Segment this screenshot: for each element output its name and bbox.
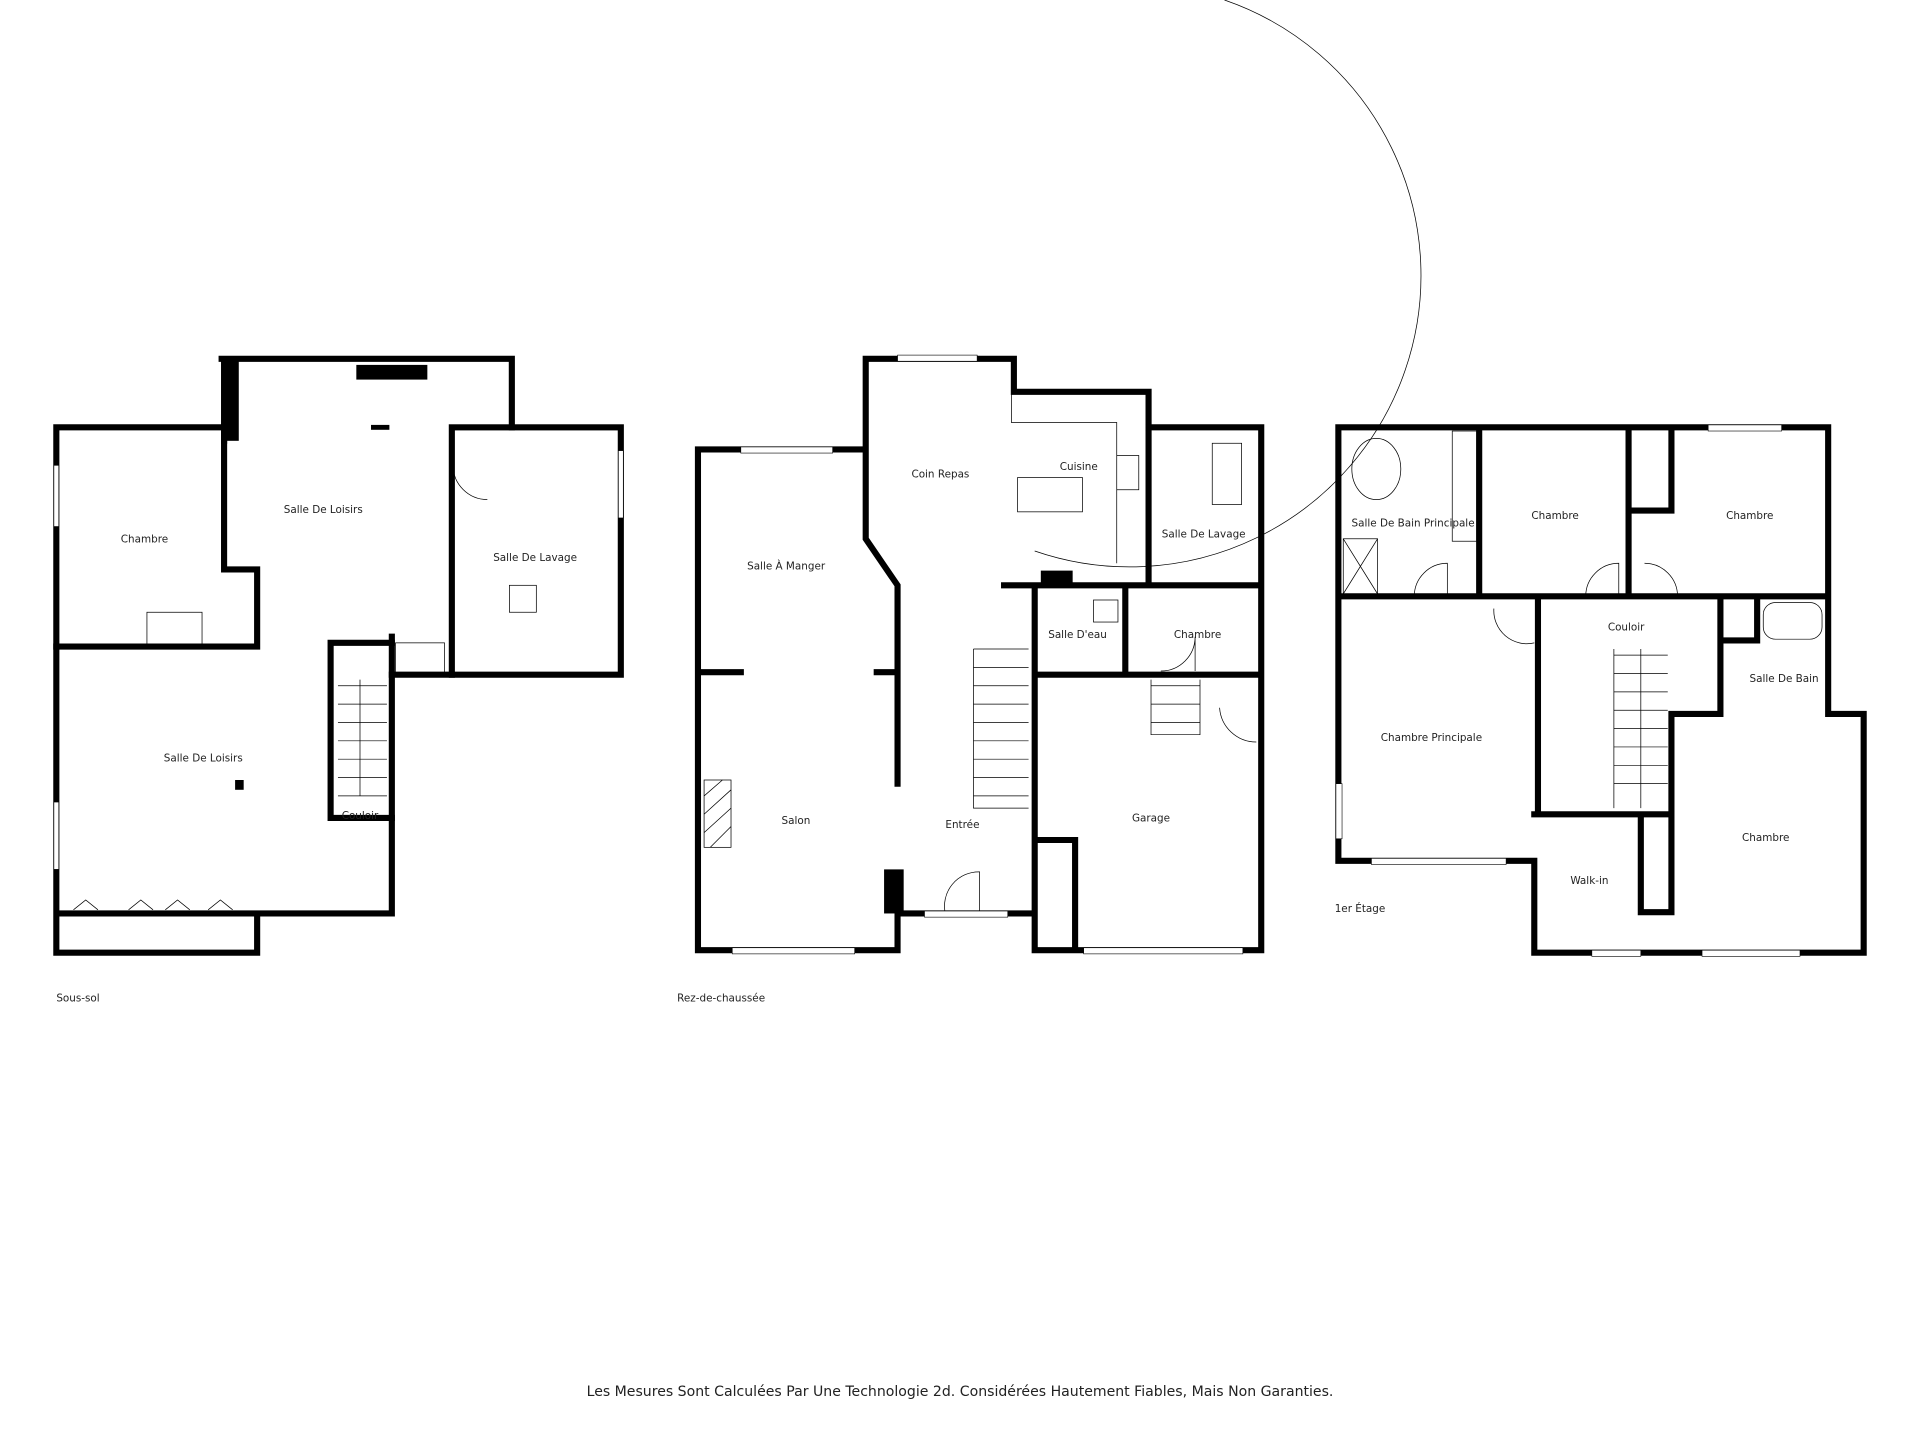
disclaimer-footer: Les Mesures Sont Calculées Par Une Techn… [587, 1384, 1334, 1400]
floor-name-ground: Rez-de-chaussée [677, 993, 765, 1005]
room-label: Chambre [1726, 510, 1773, 522]
room-label: Salle De Loisirs [284, 504, 363, 516]
room-label: Couloir [1608, 622, 1645, 634]
room-label: Coin Repas [911, 469, 969, 481]
ground-floor-plan: Salle À Manger Coin Repas Cuisine Salle … [677, 0, 1422, 1005]
room-label: Walk-in [1570, 875, 1608, 887]
room-label: Entrée [945, 819, 979, 831]
room-label: Salle De Bain [1750, 673, 1819, 685]
room-label: Chambre Principale [1381, 732, 1482, 744]
room-label: Salle De Loisirs [164, 753, 243, 765]
room-label: Salle De Bain Principale [1352, 518, 1475, 530]
room-label: Salle De Lavage [1162, 529, 1246, 541]
room-label: Garage [1132, 813, 1170, 825]
room-label: Chambre [1174, 629, 1221, 641]
room-label: Salon [782, 815, 811, 827]
basement-plan: Chambre Salle De Loisirs Salle De Lavage… [53, 355, 624, 1005]
floor-name-basement: Sous-sol [56, 993, 99, 1005]
room-label: Chambre [1531, 510, 1578, 522]
room-label: Chambre [1742, 832, 1789, 844]
floor-name-upper: 1er Étage [1335, 902, 1386, 915]
room-label: Cuisine [1060, 461, 1098, 473]
room-label: Salle À Manger [747, 559, 826, 572]
room-label: Salle De Lavage [493, 552, 577, 564]
room-label: Couloir [342, 810, 379, 822]
room-label: Chambre [121, 533, 168, 545]
upper-floor-plan: Salle De Bain Principale Chambre Chambre… [1335, 424, 1867, 957]
room-label: Salle D'eau [1048, 629, 1107, 641]
